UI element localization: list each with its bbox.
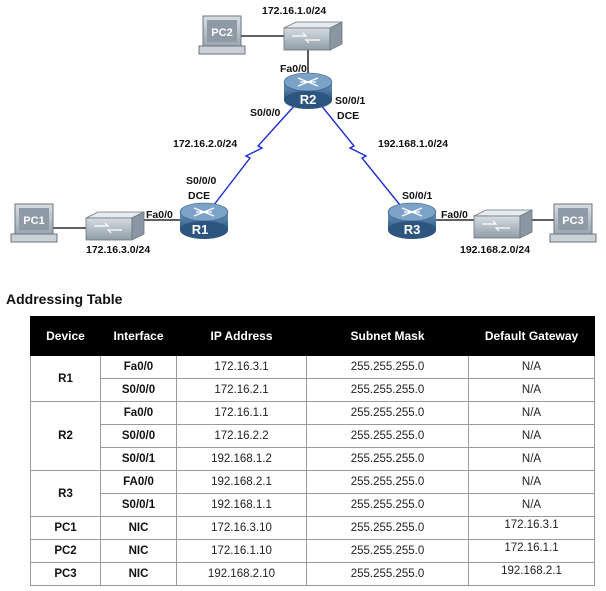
subnet-mask-cell: 255.255.255.0 [306, 401, 469, 425]
interface-cell: S0/0/1 [100, 447, 177, 471]
addressing-table: Device Interface IP Address Subnet Mask … [30, 316, 595, 586]
gateway-cell: N/A [468, 493, 595, 517]
r3-s001-label: S0/0/1 [402, 190, 433, 202]
table-row: R3 FA0/0 192.168.2.1 255.255.255.0 N/A [30, 470, 595, 517]
interface-cell: Fa0/0 [100, 401, 177, 425]
subnet-mask-cell: 255.255.255.0 [306, 562, 469, 586]
table-header-row: Device Interface IP Address Subnet Mask … [30, 316, 595, 356]
pc1-icon: PC1 [10, 203, 58, 243]
header-default-gateway: Default Gateway [468, 316, 595, 356]
gateway-cell: 172.16.1.1 [468, 539, 595, 563]
header-ip-address: IP Address [176, 316, 307, 356]
ip-address-cell: 192.168.1.2 [176, 447, 307, 471]
pc2-label: PC2 [211, 27, 232, 39]
router-r2-icon: R2 [283, 72, 333, 109]
gateway-cell: N/A [468, 355, 595, 379]
interface-cell: S0/0/1 [100, 493, 177, 517]
subnet-mask-cell: 255.255.255.0 [306, 493, 469, 517]
header-subnet-mask: Subnet Mask [306, 316, 469, 356]
gateway-cell: N/A [468, 470, 595, 494]
r2-label: R2 [300, 92, 317, 107]
device-cell: PC2 [30, 539, 101, 563]
table-row: PC2 NIC 172.16.1.10 255.255.255.0 172.16… [30, 539, 595, 563]
network-label-wan-r2-r3: 192.168.1.0/24 [378, 138, 448, 150]
ip-address-cell: 172.16.1.10 [176, 539, 307, 563]
table-row: PC3 NIC 192.168.2.10 255.255.255.0 192.1… [30, 562, 595, 586]
table-row: S0/0/1 192.168.1.1 255.255.255.0 N/A [31, 493, 595, 517]
ip-address-cell: 192.168.2.1 [176, 470, 307, 494]
ip-address-cell: 172.16.1.1 [176, 401, 307, 425]
table-row: S0/0/1 192.168.1.2 255.255.255.0 N/A [31, 447, 595, 471]
r3-fa00-label: Fa0/0 [441, 209, 468, 221]
interface-cell: FA0/0 [100, 470, 177, 494]
header-device: Device [30, 316, 101, 356]
network-label-lan-r1: 172.16.3.0/24 [86, 244, 150, 256]
interface-cell: NIC [100, 539, 177, 563]
ip-address-cell: 172.16.3.10 [176, 516, 307, 540]
subnet-mask-cell: 255.255.255.0 [306, 424, 469, 448]
subnet-mask-cell: 255.255.255.0 [306, 539, 469, 563]
gateway-cell: N/A [468, 447, 595, 471]
table-row: S0/0/0 172.16.2.2 255.255.255.0 N/A [31, 424, 595, 448]
gateway-cell: N/A [468, 424, 595, 448]
r1-dce-label: DCE [188, 190, 210, 202]
ip-address-cell: 172.16.3.1 [176, 355, 307, 379]
serial-link-r2-r3 [319, 103, 405, 211]
network-label-wan-r1-r2: 172.16.2.0/24 [173, 138, 237, 150]
switch-icon [473, 209, 533, 239]
r1-s000-label: S0/0/0 [186, 175, 217, 187]
addressing-table-title: Addressing Table [6, 291, 123, 307]
ip-address-cell: 192.168.2.10 [176, 562, 307, 586]
gateway-cell: 172.16.3.1 [468, 516, 595, 540]
switch-icon [85, 211, 145, 241]
network-label-lan-r2: 172.16.1.0/24 [262, 5, 326, 17]
ip-address-cell: 172.16.2.1 [176, 378, 307, 402]
pc2-icon: PC2 [198, 15, 246, 55]
subnet-mask-cell: 255.255.255.0 [306, 516, 469, 540]
pc3-label: PC3 [562, 215, 583, 227]
table-row: R1 Fa0/0 172.16.3.1 255.255.255.0 N/A [30, 355, 595, 402]
interface-cell: S0/0/0 [100, 378, 177, 402]
r2-s001-label: S0/0/1 [335, 95, 366, 107]
interface-cell: Fa0/0 [100, 355, 177, 379]
network-label-lan-r3: 192.168.2.0/24 [460, 244, 530, 256]
interface-cell: NIC [100, 516, 177, 540]
r3-label: R3 [404, 222, 421, 237]
gateway-cell: 192.168.2.1 [468, 562, 595, 586]
serial-link-r1-r2 [209, 103, 297, 211]
subnet-mask-cell: 255.255.255.0 [306, 447, 469, 471]
pc3-icon: PC3 [549, 203, 597, 243]
device-cell: R3 [30, 470, 101, 517]
ip-address-cell: 172.16.2.2 [176, 424, 307, 448]
table-row: PC1 NIC 172.16.3.10 255.255.255.0 172.16… [30, 516, 595, 540]
r1-fa00-label: Fa0/0 [146, 209, 173, 221]
gateway-cell: N/A [468, 378, 595, 402]
interface-cell: S0/0/0 [100, 424, 177, 448]
device-cell: PC3 [30, 562, 101, 586]
table-row: R2 Fa0/0 172.16.1.1 255.255.255.0 N/A [30, 401, 595, 471]
gateway-cell: N/A [468, 401, 595, 425]
table-row: S0/0/0 172.16.2.1 255.255.255.0 N/A [31, 378, 595, 402]
device-cell: PC1 [30, 516, 101, 540]
network-topology-diagram: PC2 PC1 PC3 R2 R1 R3 172.16.1.0/24 [10, 5, 597, 256]
router-r3-icon: R3 [387, 202, 437, 239]
subnet-mask-cell: 255.255.255.0 [306, 355, 469, 379]
interface-cell: NIC [100, 562, 177, 586]
device-cell: R1 [30, 355, 101, 402]
r2-s000-label: S0/0/0 [250, 107, 281, 119]
device-cell: R2 [30, 401, 101, 471]
pc1-label: PC1 [23, 215, 44, 227]
r2-fa00-label: Fa0/0 [280, 63, 307, 75]
r1-label: R1 [192, 222, 209, 237]
header-interface: Interface [100, 316, 177, 356]
switch-icon [283, 21, 343, 51]
ip-address-cell: 192.168.1.1 [176, 493, 307, 517]
r2-dce-label: DCE [337, 110, 359, 122]
subnet-mask-cell: 255.255.255.0 [306, 470, 469, 494]
subnet-mask-cell: 255.255.255.0 [306, 378, 469, 402]
router-r1-icon: R1 [179, 202, 229, 239]
